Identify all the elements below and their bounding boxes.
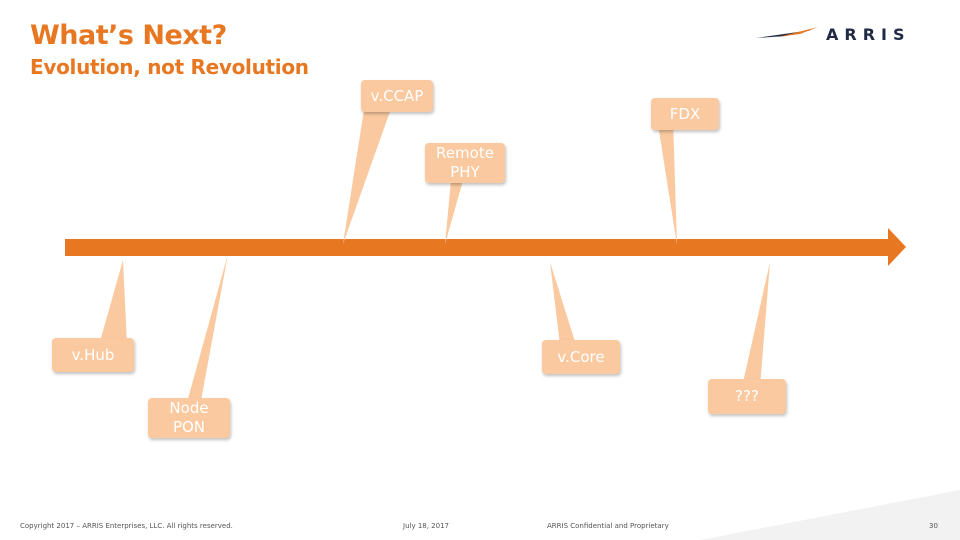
callout-fdx: FDX: [651, 98, 719, 130]
node-pon-pointer: [186, 254, 228, 406]
callout-unknown: ???: [708, 379, 786, 414]
arris-logo: ARRIS: [826, 25, 911, 44]
callout-vhub: v.Hub: [52, 338, 134, 372]
callout-vcore: v.Core: [542, 340, 620, 374]
slide-subtitle: Evolution, not Revolution: [30, 55, 309, 79]
vcore-pointer: [550, 262, 576, 345]
slide-title: What’s Next?: [30, 20, 227, 51]
arris-logo-swoosh-icon: [756, 27, 818, 38]
decorative-wedge: [700, 490, 960, 540]
remote-phy-pointer: [445, 170, 466, 244]
timeline-bar: [65, 239, 891, 256]
callout-vccap: v.CCAP: [361, 80, 433, 112]
vhub-pointer: [99, 260, 127, 345]
callout-node-pon: Node PON: [148, 398, 230, 438]
vccap-pointer: [343, 103, 393, 244]
callout-remote-phy: Remote PHY: [425, 143, 505, 183]
page-number: 30: [929, 522, 938, 530]
fdx-pointer: [657, 118, 677, 245]
footer-date: July 18, 2017: [403, 522, 449, 530]
footer-copyright: Copyright 2017 – ARRIS Enterprises, LLC.…: [20, 522, 233, 530]
timeline-arrowhead: [888, 228, 906, 266]
footer-confidential: ARRIS Confidential and Proprietary: [547, 522, 669, 530]
unknown-pointer: [742, 262, 770, 387]
